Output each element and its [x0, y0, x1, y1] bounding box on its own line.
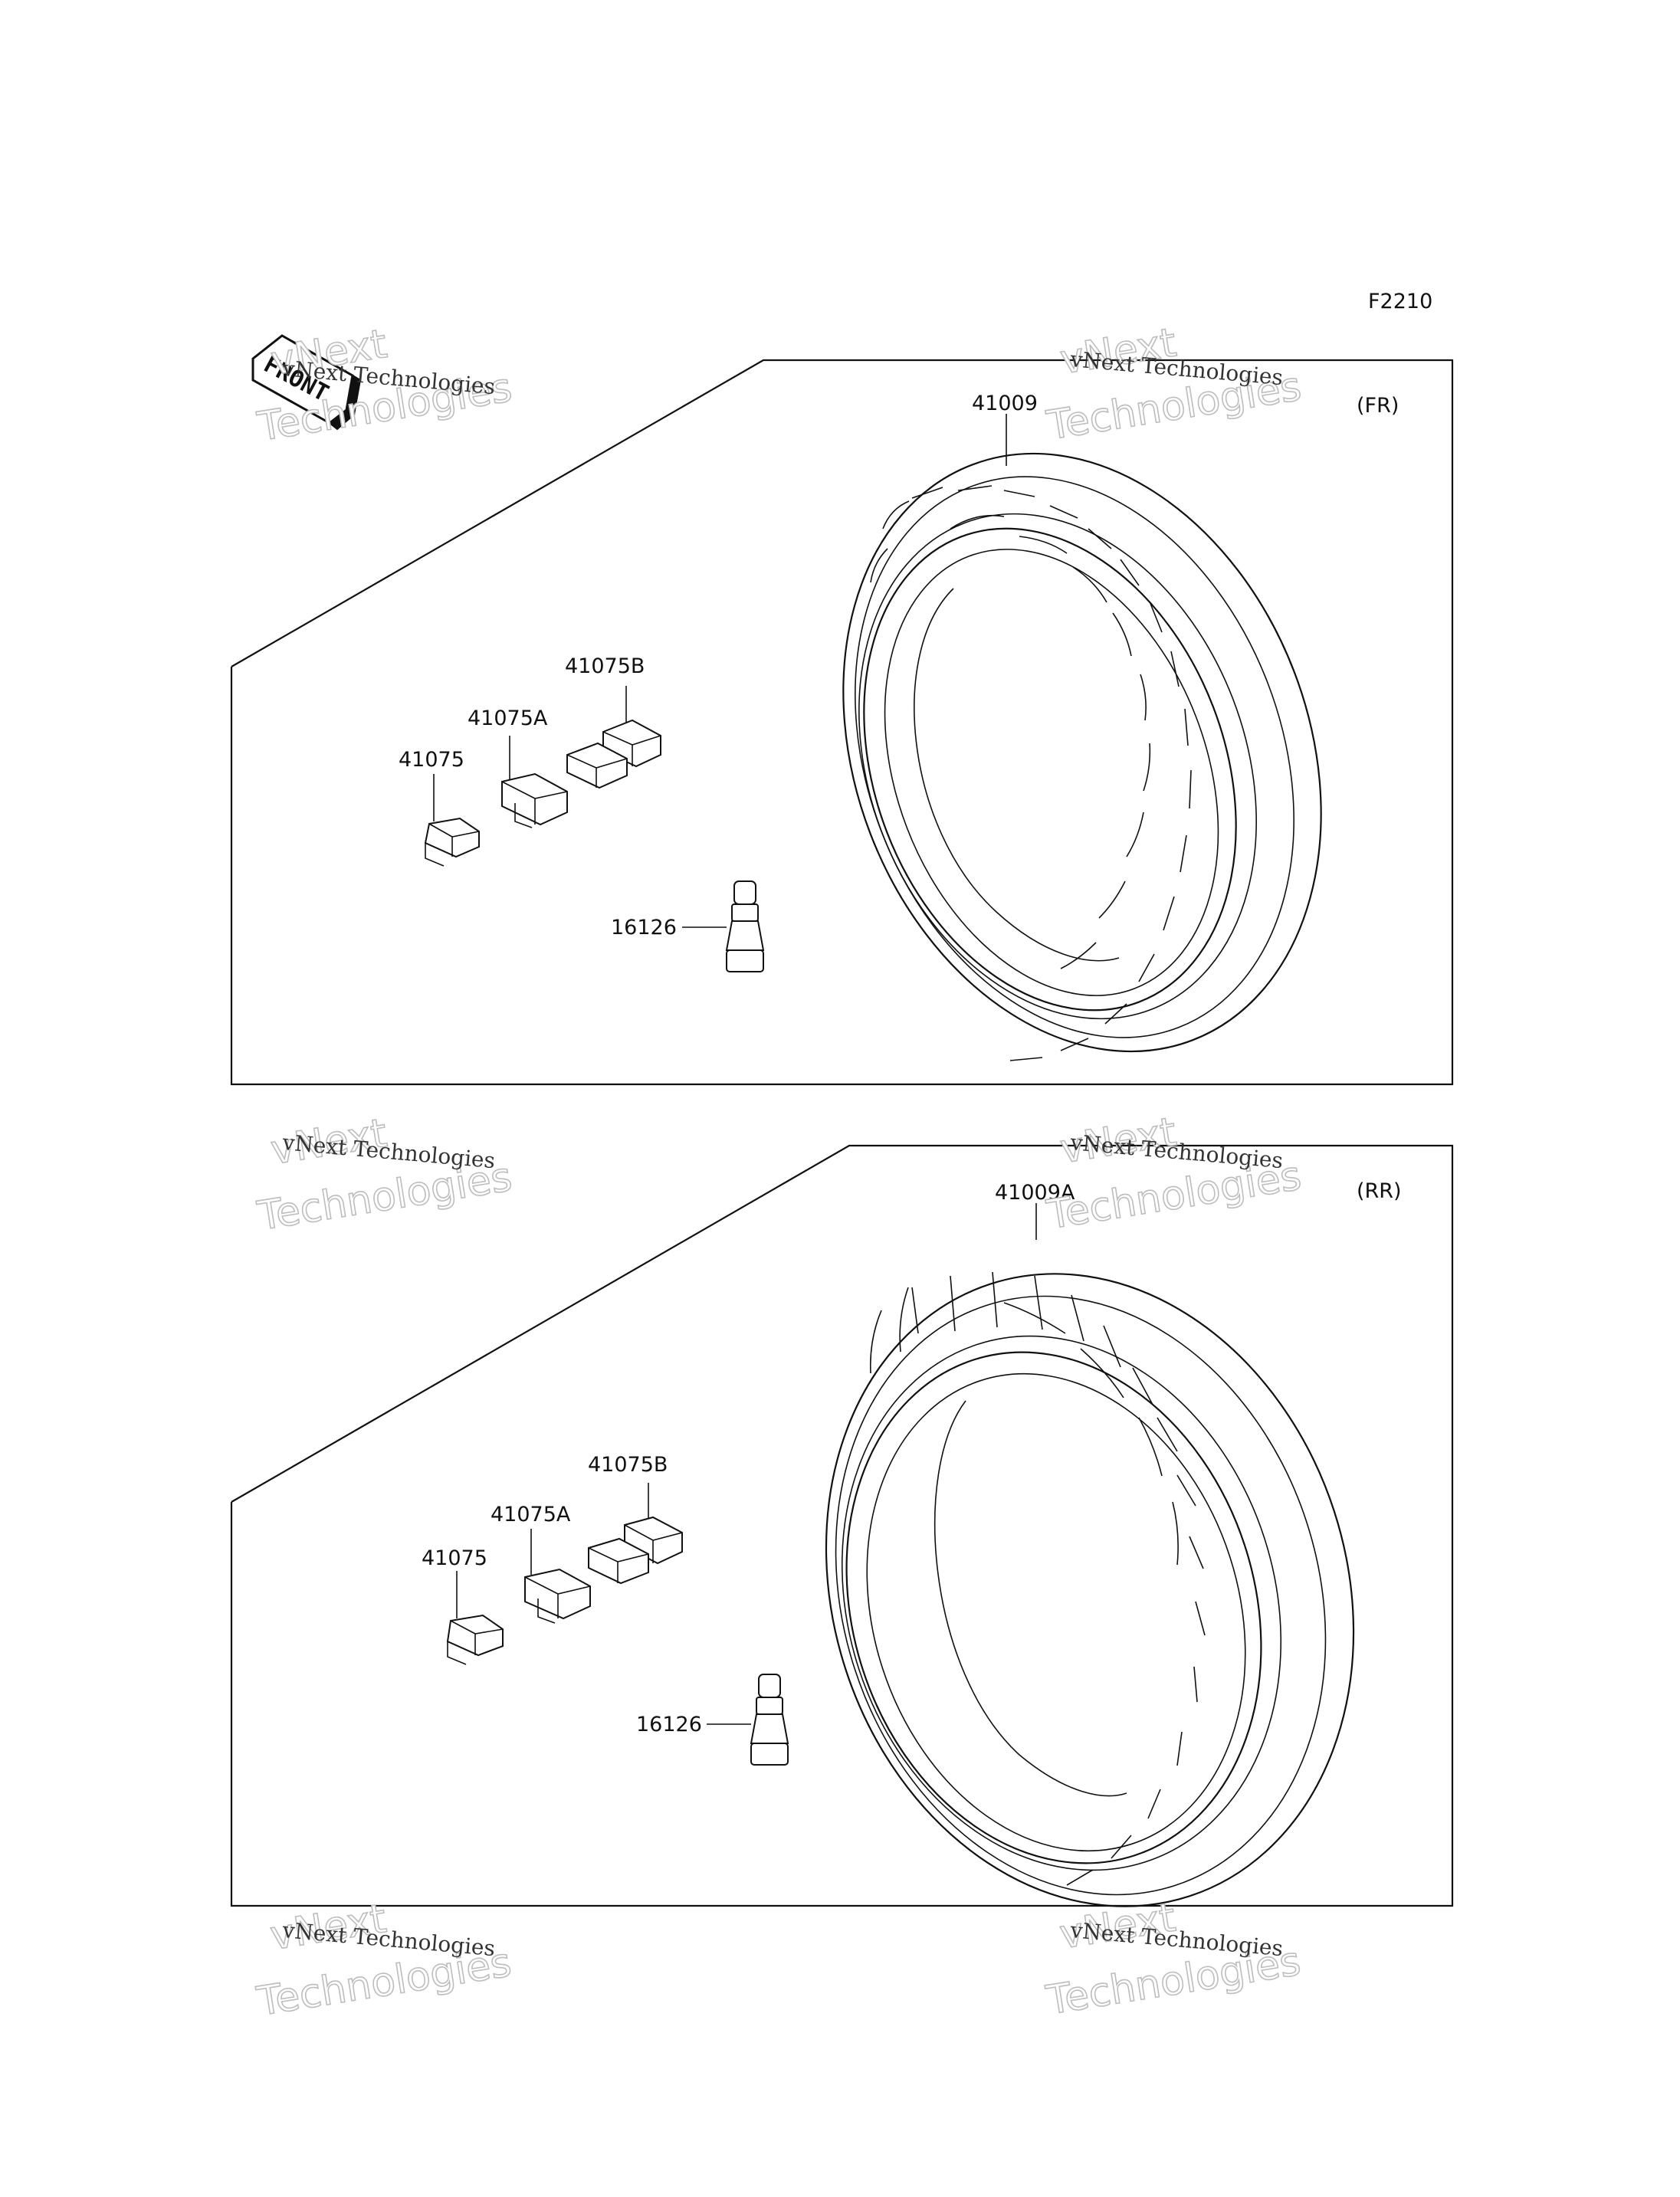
front-arrow-icon: FRONT: [251, 334, 362, 431]
panel-front-outline: [230, 359, 1454, 1086]
rear-tire-tread: [869, 1271, 1206, 1886]
rear-weight-b: [588, 1483, 683, 1585]
part-number-front-weight: 41075: [399, 748, 464, 772]
part-number-front-weight-a: 41075A: [468, 707, 548, 730]
part-number-rear-weight-a: 41075A: [491, 1503, 571, 1526]
rear-weight: [446, 1571, 504, 1665]
part-number-front-tire: 41009: [972, 392, 1038, 415]
rear-weight-a: [524, 1529, 591, 1624]
rear-tire: [825, 1271, 1355, 1907]
part-number-rear-weight: 41075: [422, 1546, 487, 1570]
panel-rear: (RR) 41009A 41075B: [230, 1144, 1454, 1907]
front-weight: [424, 774, 480, 867]
front-tire-tread: [870, 485, 1192, 1061]
position-label-front: (FR): [1357, 394, 1399, 418]
figure-code: F2210: [1368, 290, 1432, 313]
part-number-rear-tire: 41009A: [995, 1181, 1075, 1205]
watermark-text-6: vNext Technologies: [1068, 1917, 1284, 1961]
part-number-rear-weight-b: 41075B: [588, 1453, 668, 1477]
panel-front: (FR) 41009 41075B: [230, 359, 1454, 1086]
front-tire: [842, 452, 1322, 1061]
rear-valve: [750, 1674, 789, 1766]
panel-rear-outline: [230, 1144, 1454, 1907]
front-weight-a: [501, 736, 568, 828]
front-weight-b: [566, 686, 661, 789]
part-number-front-weight-b: 41075B: [565, 654, 645, 678]
position-label-rear: (RR): [1357, 1179, 1402, 1203]
front-valve: [725, 880, 765, 972]
watermark-text-5: vNext Technologies: [281, 1917, 496, 1961]
part-number-rear-valve: 16126: [636, 1713, 702, 1736]
part-number-front-valve: 16126: [611, 916, 677, 939]
